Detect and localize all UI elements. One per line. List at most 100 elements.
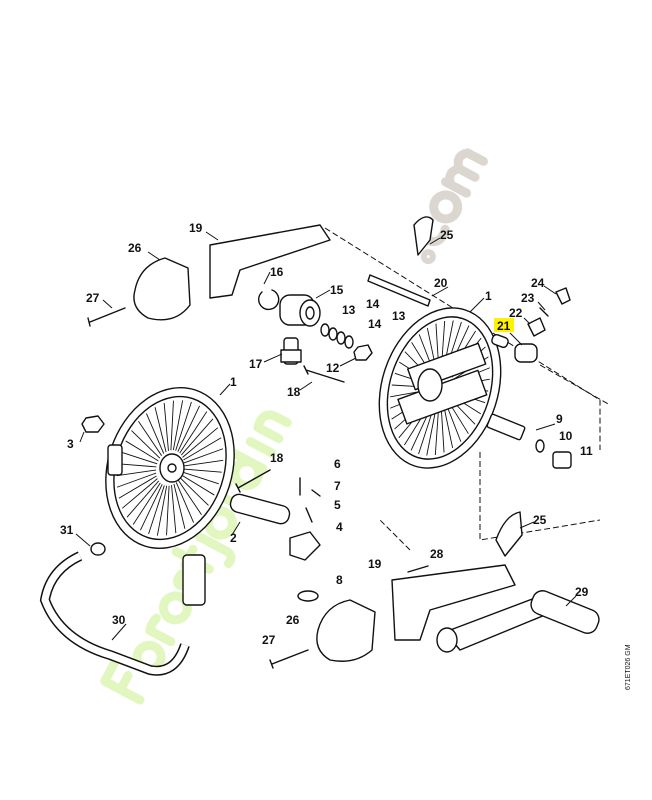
reel-spoke bbox=[116, 472, 157, 488]
label-5[interactable]: 5 bbox=[334, 498, 341, 512]
label-30[interactable]: 30 bbox=[112, 613, 126, 627]
reel-spoke bbox=[166, 485, 170, 536]
label-13[interactable]: 13 bbox=[392, 309, 406, 323]
frame-arm-upper bbox=[209, 224, 331, 299]
reel-spoke bbox=[175, 401, 192, 451]
label-4[interactable]: 4 bbox=[336, 520, 343, 534]
reel-spoke bbox=[181, 474, 215, 496]
label-28[interactable]: 28 bbox=[430, 547, 444, 561]
label-1[interactable]: 1 bbox=[230, 375, 237, 389]
reel-spoke bbox=[156, 485, 168, 536]
label-27[interactable]: 27 bbox=[262, 633, 276, 647]
reel-spoke bbox=[442, 403, 454, 449]
label-20[interactable]: 20 bbox=[434, 276, 448, 290]
o-rings bbox=[320, 323, 354, 349]
reel-spoke bbox=[170, 400, 174, 451]
side-cover-lower bbox=[316, 599, 376, 662]
label-3[interactable]: 3 bbox=[67, 437, 74, 451]
label-29[interactable]: 29 bbox=[575, 585, 589, 599]
label-9[interactable]: 9 bbox=[556, 412, 563, 426]
label-11[interactable]: 11 bbox=[580, 444, 593, 458]
reel-spoke bbox=[118, 463, 157, 468]
reel-spoke bbox=[173, 483, 186, 529]
crank-cover-lower bbox=[495, 511, 523, 557]
reel-spoke bbox=[140, 484, 163, 531]
circlip bbox=[258, 289, 280, 311]
label-10[interactable]: 10 bbox=[559, 429, 573, 443]
label-14[interactable]: 14 bbox=[368, 317, 382, 331]
reel-spoke bbox=[434, 405, 440, 456]
label-16[interactable]: 16 bbox=[270, 265, 284, 279]
label-25[interactable]: 25 bbox=[440, 228, 454, 242]
label-21[interactable]: 21 bbox=[497, 319, 511, 333]
label-13[interactable]: 13 bbox=[342, 303, 356, 317]
label-26[interactable]: 26 bbox=[128, 241, 142, 255]
screw-28 bbox=[407, 565, 429, 573]
reel-spoke bbox=[163, 402, 169, 451]
label-31[interactable]: 31 bbox=[60, 523, 74, 537]
reel-spoke bbox=[132, 482, 161, 525]
label-17[interactable]: 17 bbox=[249, 357, 263, 371]
label-19[interactable]: 19 bbox=[189, 221, 203, 235]
label-14[interactable]: 14 bbox=[366, 297, 380, 311]
reel-spoke bbox=[148, 485, 165, 535]
reel-spoke bbox=[126, 480, 160, 518]
label-23[interactable]: 23 bbox=[521, 291, 535, 305]
reel-spoke bbox=[154, 407, 167, 453]
reel-spoke bbox=[145, 413, 165, 454]
hose bbox=[39, 542, 206, 676]
label-25[interactable]: 25 bbox=[533, 513, 547, 527]
label-12[interactable]: 12 bbox=[326, 361, 340, 375]
reel-spoke bbox=[182, 427, 219, 458]
hose-connector-parts bbox=[486, 413, 572, 469]
bushing bbox=[279, 294, 321, 327]
frame-arm-lower bbox=[391, 564, 516, 641]
reel-spoke bbox=[180, 418, 214, 456]
reel-spoke bbox=[118, 475, 157, 499]
label-18[interactable]: 18 bbox=[270, 451, 284, 465]
fitting-17 bbox=[280, 337, 302, 365]
highlight-part-21 bbox=[494, 318, 514, 332]
part-labels: 19 26 27 16 15 13 14 14 13 17 12 18 20 1… bbox=[60, 221, 593, 647]
leader-lines bbox=[75, 231, 577, 641]
reel-spoke bbox=[179, 411, 208, 454]
label-6[interactable]: 6 bbox=[334, 457, 341, 471]
label-26[interactable]: 26 bbox=[286, 613, 300, 627]
label-15[interactable]: 15 bbox=[330, 283, 344, 297]
reel-spoke bbox=[179, 477, 209, 506]
nut bbox=[353, 344, 373, 361]
label-2[interactable]: 2 bbox=[230, 531, 237, 545]
screw-lower bbox=[269, 649, 309, 669]
reel-spoke bbox=[183, 448, 224, 464]
reel-spoke bbox=[177, 405, 200, 452]
label-19[interactable]: 19 bbox=[368, 557, 382, 571]
reel-spoke bbox=[172, 400, 184, 451]
axle-and-valve-parts bbox=[229, 477, 321, 602]
screw-18-upper bbox=[303, 365, 345, 383]
reel-spoke bbox=[171, 485, 177, 534]
label-18[interactable]: 18 bbox=[287, 385, 301, 399]
label-1[interactable]: 1 bbox=[485, 289, 492, 303]
label-22[interactable]: 22 bbox=[509, 306, 523, 320]
reel-spoke bbox=[183, 459, 224, 467]
reel-spoke bbox=[183, 468, 222, 473]
label-24[interactable]: 24 bbox=[531, 276, 545, 290]
crank-cover-upper bbox=[413, 216, 434, 256]
label-27[interactable]: 27 bbox=[86, 291, 100, 305]
reel-spoke bbox=[125, 440, 159, 462]
reel-spoke bbox=[182, 471, 219, 485]
reel-spoke bbox=[138, 421, 163, 456]
reel-spoke bbox=[131, 430, 161, 459]
crank-handle bbox=[436, 590, 600, 653]
label-7[interactable]: 7 bbox=[334, 479, 341, 493]
reel-drum-right bbox=[378, 307, 502, 469]
label-8[interactable]: 8 bbox=[336, 573, 343, 587]
reel-spoke bbox=[121, 451, 158, 465]
reel-disc-left bbox=[105, 386, 235, 550]
reel-spoke bbox=[116, 469, 157, 477]
reel-spoke bbox=[183, 437, 222, 461]
side-cover-upper bbox=[133, 257, 191, 321]
reel-spoke bbox=[177, 480, 202, 515]
nut-3 bbox=[81, 415, 105, 433]
